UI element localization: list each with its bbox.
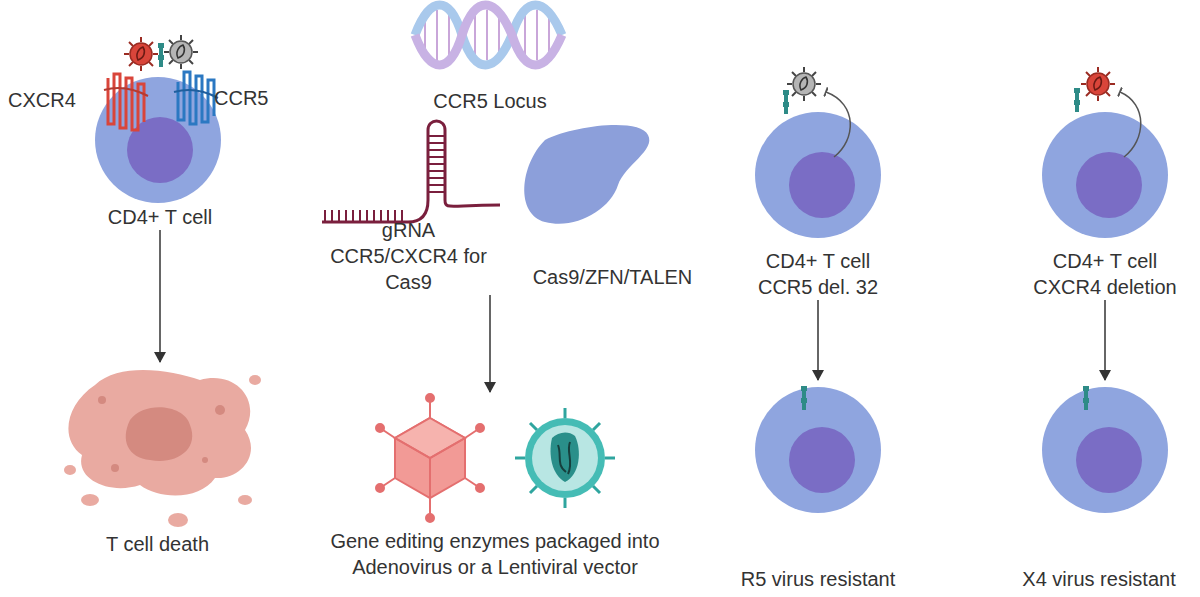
receptor-label: CXCR4 xyxy=(8,87,76,113)
diagram-node: CD4+ T cell xyxy=(85,70,235,230)
edited-cell xyxy=(1042,112,1168,238)
node-label: CD4+ T cell CXCR4 deletion xyxy=(1025,248,1185,300)
flow-arrow xyxy=(1104,300,1106,380)
diagram-node: T cell death xyxy=(55,362,260,557)
diagram-node: CD4+ T cell CCR5 del. 32 xyxy=(738,55,898,300)
flow-arrow xyxy=(489,295,491,392)
node-label: T cell death xyxy=(106,531,209,557)
resistant-cell xyxy=(755,387,881,513)
diagram-node: R5 virus resistant xyxy=(718,380,918,592)
cxcr4-receptor xyxy=(104,74,148,130)
inhibition-arrow xyxy=(826,92,850,157)
grna xyxy=(322,121,500,222)
dead-cell xyxy=(64,370,261,527)
diagram-node: CCR5 Locus xyxy=(395,2,585,114)
node-label: Cas9/ZFN/TALEN xyxy=(533,264,693,290)
resistant-cell xyxy=(1042,387,1168,513)
node-label: gRNA CCR5/CXCR4 for Cas9 xyxy=(319,217,499,295)
flow-arrow xyxy=(159,230,161,362)
inhibition-arrow xyxy=(1120,92,1141,157)
diagram-node: gRNA CCR5/CXCR4 for Cas9 xyxy=(312,112,505,295)
lentivirus xyxy=(515,408,615,508)
dna-helix xyxy=(415,5,562,65)
edited-cell xyxy=(755,112,881,238)
node-label: X4 virus resistant xyxy=(1022,566,1175,592)
diagram-node: Cas9/ZFN/TALEN xyxy=(515,118,710,290)
adenovirus xyxy=(376,394,484,522)
node-label: R5 virus resistant xyxy=(741,566,896,592)
cas9-protein xyxy=(524,125,649,224)
node-label: CD4+ T cell CCR5 del. 32 xyxy=(743,248,893,300)
diagram-node: X4 virus resistant xyxy=(1003,380,1195,592)
receptor-label: CCR5 xyxy=(214,85,268,111)
ccr5-receptor xyxy=(174,72,218,124)
diagram-node: Gene editing enzymes packaged into Adeno… xyxy=(290,392,700,580)
node-label: CCR5 Locus xyxy=(433,88,546,114)
flow-arrow xyxy=(817,300,819,380)
node-label: Gene editing enzymes packaged into Adeno… xyxy=(295,528,695,580)
diagram-node: CD4+ T cell CXCR4 deletion xyxy=(1022,55,1188,300)
node-label: CD4+ T cell xyxy=(108,204,212,230)
